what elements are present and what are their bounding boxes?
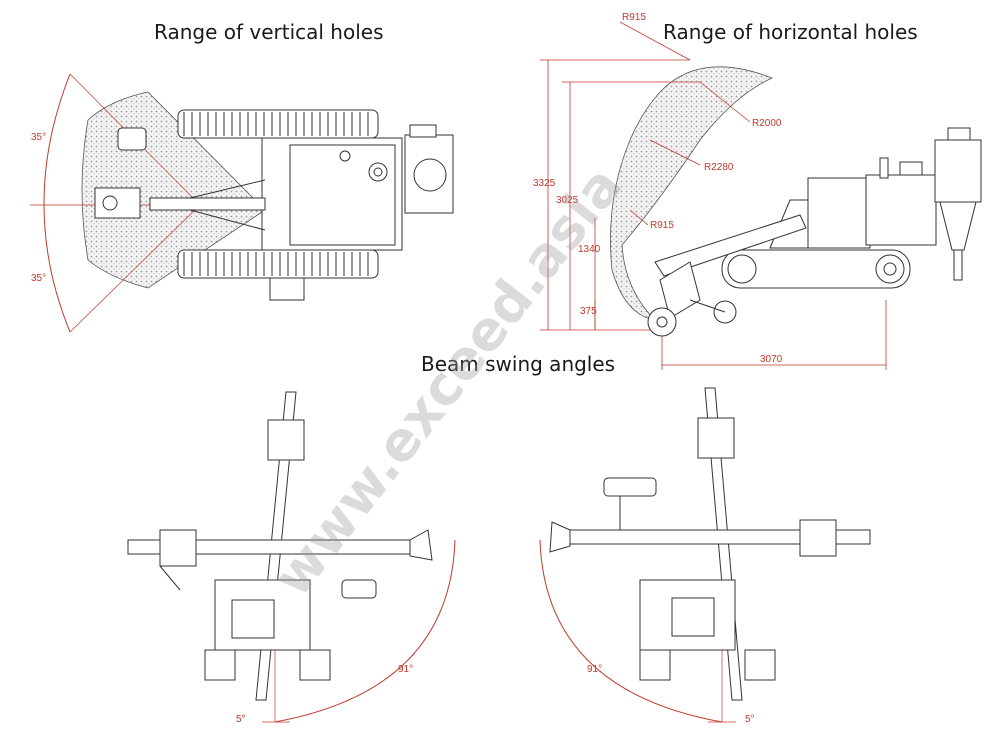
- right-swing-arc: [539, 539, 723, 723]
- vertical-angle-arc: [43, 73, 71, 333]
- label-angle-bottom: 35°: [31, 273, 46, 284]
- left-swing-arc: [274, 539, 456, 723]
- beam-swing-right-view: 91° 5°: [539, 387, 871, 725]
- vertical-holes-view: 35° 35°: [30, 73, 454, 333]
- label-r2280: R2280: [704, 162, 734, 173]
- track-bottom: [177, 249, 379, 279]
- horizontal-range-area: [610, 66, 774, 321]
- left-machine-front: [127, 391, 433, 701]
- horizontal-dimensions: [540, 21, 887, 370]
- label-angle-top: 35°: [31, 132, 46, 143]
- machine-side-view: [647, 127, 982, 337]
- title-vertical-holes: Range of vertical holes: [154, 20, 384, 44]
- label-r915-top: R915: [622, 12, 646, 23]
- label-3070: 3070: [760, 354, 783, 365]
- label-r2000: R2000: [752, 118, 782, 129]
- label-right-91: 91°: [587, 664, 602, 675]
- label-right-5: 5°: [745, 714, 755, 725]
- label-1340: 1340: [578, 244, 601, 255]
- label-left-5: 5°: [236, 714, 246, 725]
- track-top: [177, 109, 379, 139]
- label-r915-mid: R915: [650, 220, 674, 231]
- title-beam-swing: Beam swing angles: [421, 352, 616, 376]
- beam-swing-left-view: 91° 5°: [127, 391, 456, 725]
- label-375: 375: [580, 306, 597, 317]
- horizontal-holes-view: R915 R2000 R2280 R915 3325 3025 1340 375…: [533, 12, 982, 370]
- boom-top-view: [94, 127, 266, 231]
- label-3325: 3325: [533, 178, 556, 189]
- title-horizontal-holes: Range of horizontal holes: [663, 20, 918, 44]
- machine-body-top-view: [261, 124, 454, 301]
- right-machine-front: [549, 387, 871, 701]
- label-3025: 3025: [556, 195, 579, 206]
- label-left-91: 91°: [398, 664, 413, 675]
